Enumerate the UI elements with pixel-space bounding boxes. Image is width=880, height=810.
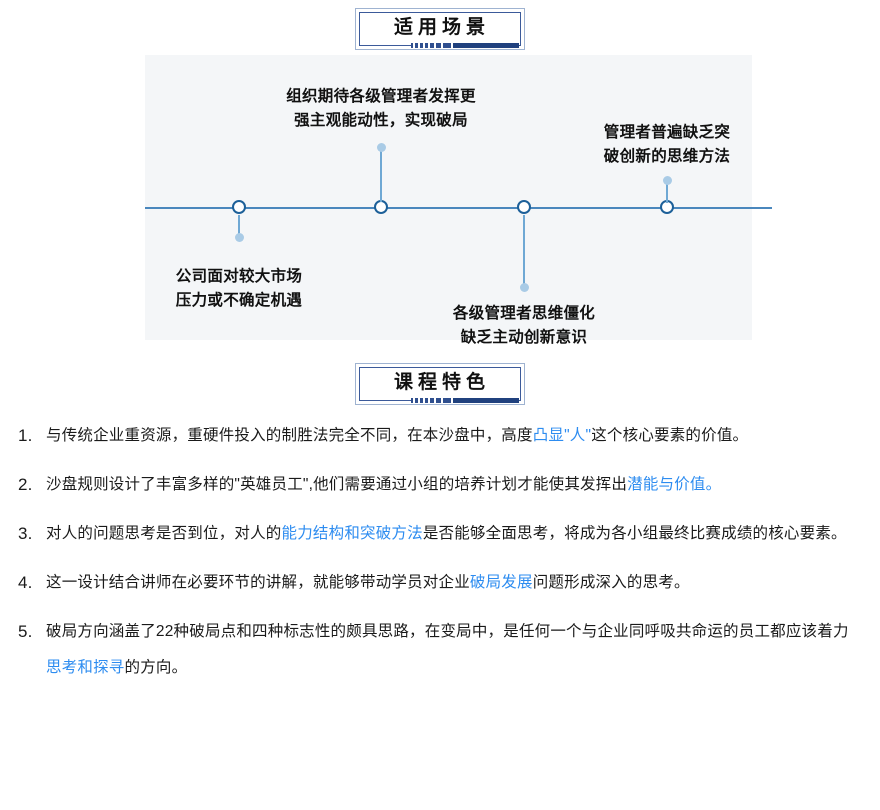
feature-highlight-text[interactable]: 凸显"人" <box>532 427 592 444</box>
timeline-node-4-label: 管理者普遍缺乏突 破创新的思维方法 <box>572 121 762 169</box>
scenario-section-header: 适用场景 <box>0 8 880 50</box>
plaque-outer-frame: 适用场景 <box>354 8 525 50</box>
feature-highlight-text[interactable]: 思考和探寻 <box>46 659 125 676</box>
timeline-node-marker-icon <box>232 200 246 214</box>
feature-item-number: 4. <box>18 573 33 592</box>
course-features-list: 1. 与传统企业重资源，重硬件投入的制胜法完全不同，在本沙盘中，高度凸显"人"这个… <box>18 418 863 699</box>
plaque-accent-bar <box>411 397 519 403</box>
timeline-stem <box>523 215 525 287</box>
features-header-title: 课程特色 <box>393 371 490 393</box>
feature-plain-text: 是否能够全面思考，将成为各小组最终比赛成绩的核心要素。 <box>422 525 847 542</box>
timeline-stem-cap-icon <box>520 283 529 292</box>
plaque-accent-bar <box>411 42 519 48</box>
feature-list-item: 3. 对人的问题思考是否到位，对人的能力结构和突破方法是否能够全面思考，将成为各小… <box>18 516 863 552</box>
feature-item-number: 2. <box>18 475 33 494</box>
plaque-inner-frame: 适用场景 <box>358 12 521 48</box>
timeline-node-marker-icon <box>517 200 531 214</box>
timeline-node-2-label: 组织期待各级管理者发挥更 强主观能动性，实现破局 <box>236 85 526 133</box>
feature-plain-text: 这一设计结合讲师在必要环节的讲解，就能够带动学员对企业 <box>46 574 470 591</box>
timeline-axis <box>145 207 772 209</box>
feature-plain-text: 与传统企业重资源，重硬件投入的制胜法完全不同，在本沙盘中，高度 <box>46 427 533 444</box>
feature-list-item: 1. 与传统企业重资源，重硬件投入的制胜法完全不同，在本沙盘中，高度凸显"人"这个… <box>18 418 863 454</box>
timeline-stem-cap-icon <box>235 233 244 242</box>
feature-plain-text: 破局方向涵盖了22种破局点和四种标志性的颇具思路，在变局中，是任何一个与企业同呼… <box>46 623 849 640</box>
timeline-node-4-label-line1: 管理者普遍缺乏突 <box>603 124 731 141</box>
timeline-node-2-label-line1: 组织期待各级管理者发挥更 <box>286 88 476 105</box>
features-section-header: 课程特色 <box>0 363 880 405</box>
feature-list-item: 4. 这一设计结合讲师在必要环节的讲解，就能够带动学员对企业破局发展问题形成深入的… <box>18 565 863 601</box>
feature-item-number: 3. <box>18 524 33 543</box>
feature-item-text: 与传统企业重资源，重硬件投入的制胜法完全不同，在本沙盘中，高度凸显"人"这个核心… <box>46 418 863 454</box>
timeline-node-1-label: 公司面对较大市场 压力或不确定机遇 <box>149 265 329 313</box>
scenario-header-title: 适用场景 <box>393 16 490 38</box>
feature-item-text: 沙盘规则设计了丰富多样的"英雄员工",他们需要通过小组的培养计划才能使其发挥出潜… <box>46 467 863 503</box>
feature-item-text: 对人的问题思考是否到位，对人的能力结构和突破方法是否能够全面思考，将成为各小组最… <box>46 516 863 552</box>
timeline-stem <box>380 147 382 202</box>
timeline-node-4-label-line2: 破创新的思维方法 <box>603 148 731 166</box>
timeline-stem <box>238 215 240 237</box>
plaque-outer-frame: 课程特色 <box>354 363 525 405</box>
feature-item-number: 1. <box>18 426 33 445</box>
feature-plain-text: 对人的问题思考是否到位，对人的 <box>46 525 282 542</box>
timeline-node-3-label-line1: 各级管理者思维僵化 <box>452 305 596 322</box>
timeline-node-2-label-line2: 强主观能动性，实现破局 <box>294 112 468 130</box>
timeline-node-marker-icon <box>374 200 388 214</box>
feature-plain-text: 沙盘规则设计了丰富多样的"英雄员工",他们需要通过小组的培养计划才能使其发挥出 <box>46 476 628 493</box>
timeline-panel: 公司面对较大市场 压力或不确定机遇 组织期待各级管理者发挥更 强主观能动性，实现… <box>145 55 772 346</box>
timeline-node-3-label-line2: 缺乏主动创新意识 <box>460 329 588 347</box>
timeline-node-3-label: 各级管理者思维僵化 缺乏主动创新意识 <box>414 302 634 350</box>
feature-item-text: 破局方向涵盖了22种破局点和四种标志性的颇具思路，在变局中，是任何一个与企业同呼… <box>46 614 863 686</box>
feature-highlight-text[interactable]: 能力结构和突破方法 <box>281 525 423 542</box>
timeline-node-1-label-line2: 压力或不确定机遇 <box>175 292 303 310</box>
feature-plain-text: 的方向。 <box>124 659 188 676</box>
feature-item-text: 这一设计结合讲师在必要环节的讲解，就能够带动学员对企业破局发展问题形成深入的思考… <box>46 565 863 601</box>
timeline-stem-cap-icon <box>377 143 386 152</box>
timeline-stem-cap-icon <box>663 176 672 185</box>
feature-plain-text: 这个核心要素的价值。 <box>591 427 749 444</box>
plaque-inner-frame: 课程特色 <box>358 367 521 403</box>
timeline-stem <box>666 181 668 203</box>
feature-plain-text: 问题形成深入的思考。 <box>532 574 690 591</box>
feature-list-item: 5. 破局方向涵盖了22种破局点和四种标志性的颇具思路，在变局中，是任何一个与企业… <box>18 614 863 686</box>
feature-highlight-text[interactable]: 潜能与价值。 <box>627 476 722 493</box>
feature-item-number: 5. <box>18 622 33 641</box>
feature-highlight-text[interactable]: 破局发展 <box>469 574 533 591</box>
feature-list-item: 2. 沙盘规则设计了丰富多样的"英雄员工",他们需要通过小组的培养计划才能使其发挥… <box>18 467 863 503</box>
timeline-node-1-label-line1: 公司面对较大市场 <box>175 268 303 285</box>
